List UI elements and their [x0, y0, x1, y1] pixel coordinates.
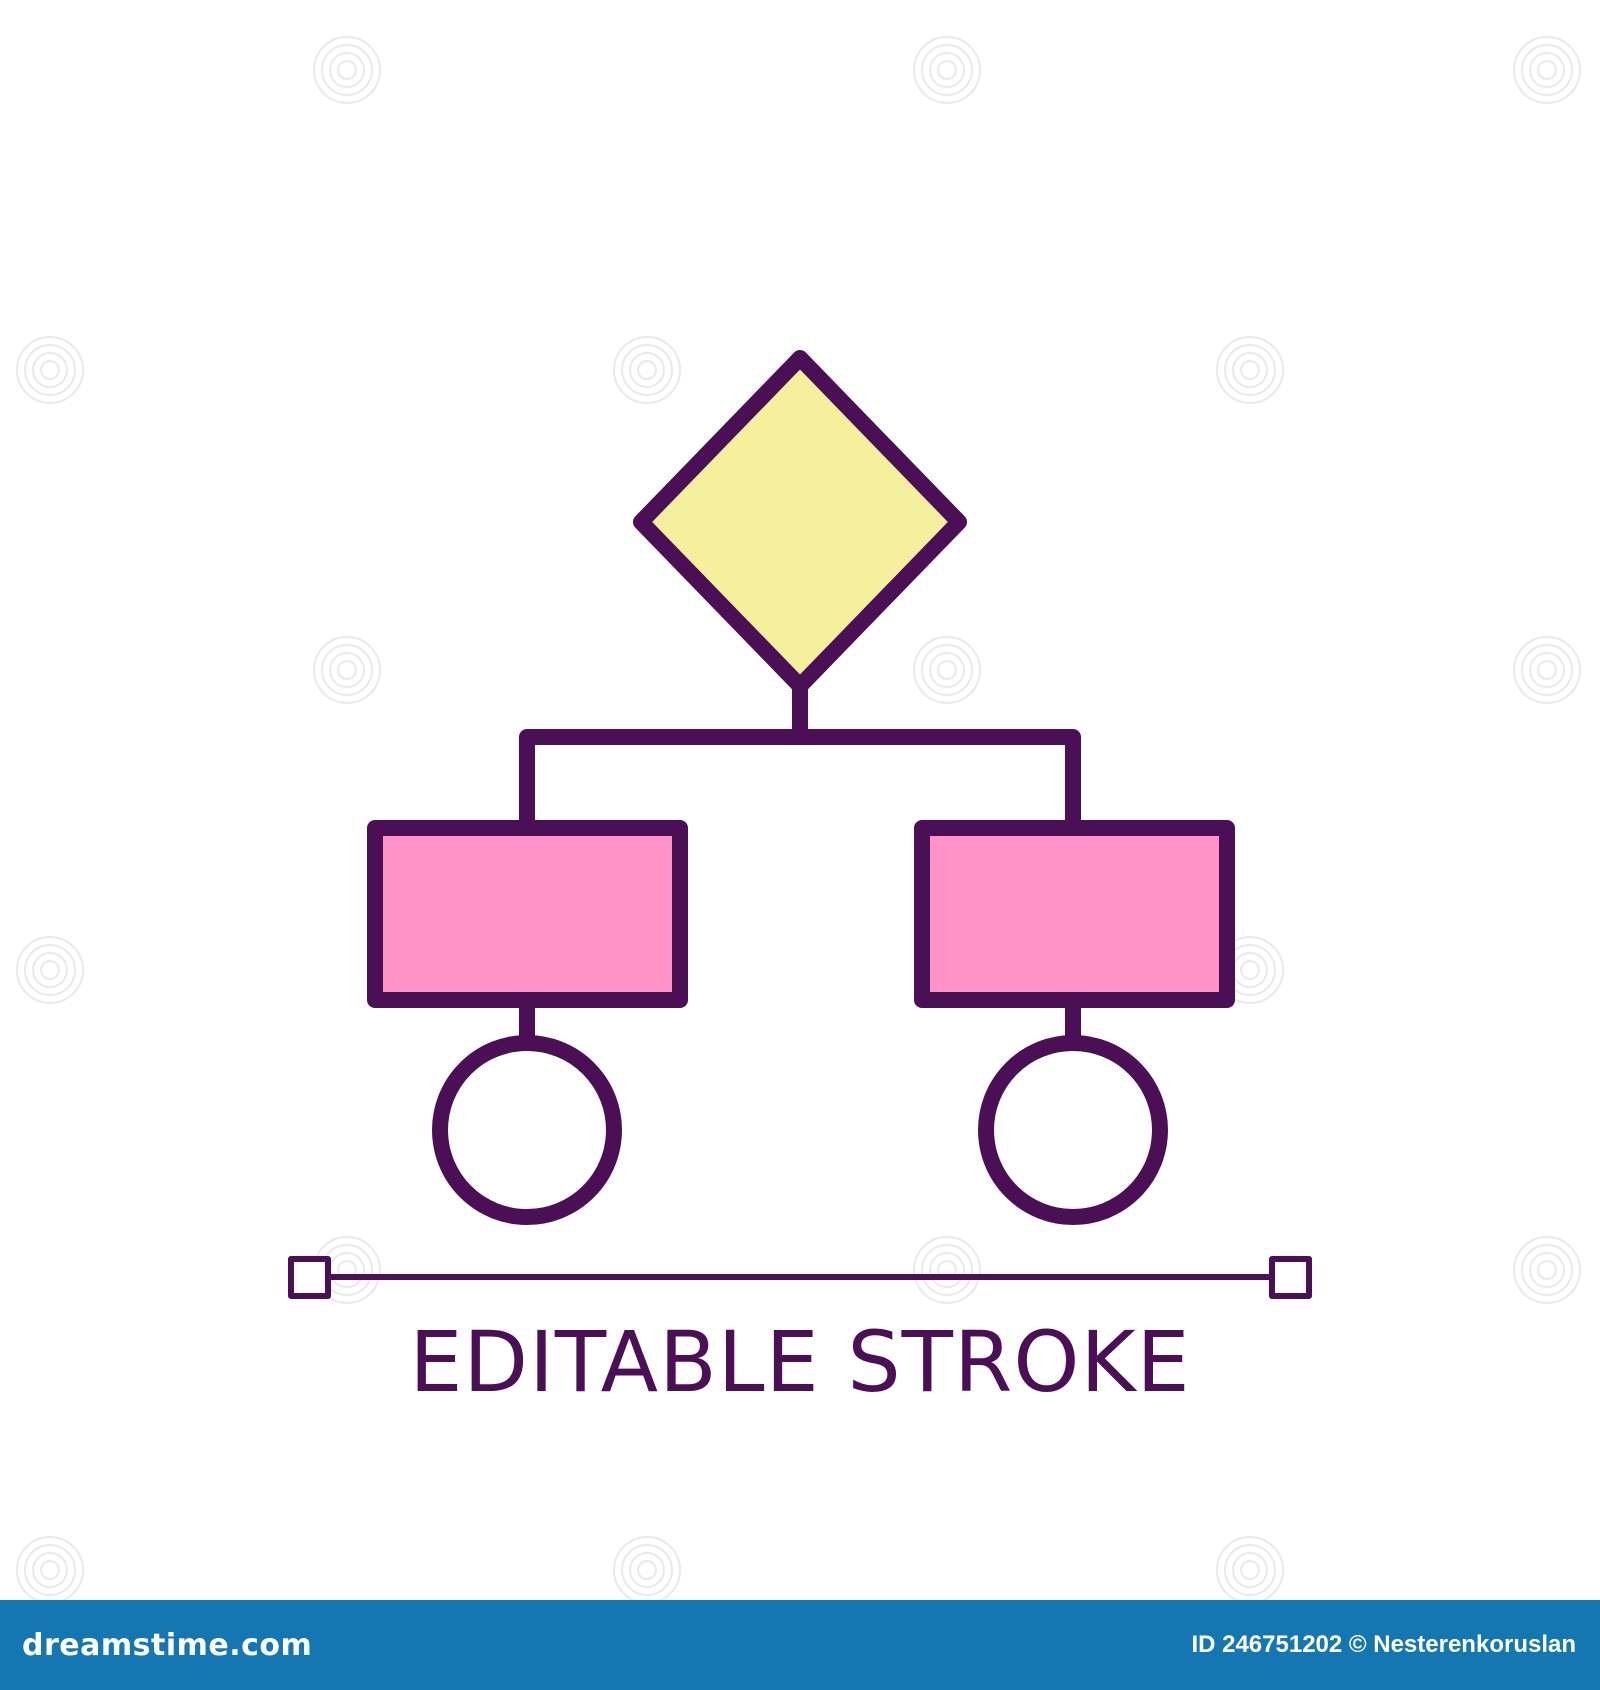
connector-branch-bar	[519, 729, 1081, 833]
image-id-credit: ID 246751202 © Nesterenkoruslan	[1191, 1631, 1576, 1658]
terminal-circle-right	[978, 1035, 1168, 1225]
stroke-handle-left	[288, 1256, 331, 1299]
dreamstime-logo: dreamstime.com	[22, 1627, 313, 1663]
process-box-right	[914, 820, 1235, 1008]
flowchart-diagram	[288, 350, 1312, 1299]
footer-bar: dreamstime.com ID 246751202 © Nesterenko…	[0, 1600, 1600, 1690]
process-box-left	[367, 820, 688, 1008]
caption-text: EDITABLE STROKE	[409, 1313, 1191, 1411]
terminal-circle-left	[432, 1035, 622, 1225]
stroke-handle-right	[1269, 1256, 1312, 1299]
decision-diamond	[633, 350, 967, 694]
